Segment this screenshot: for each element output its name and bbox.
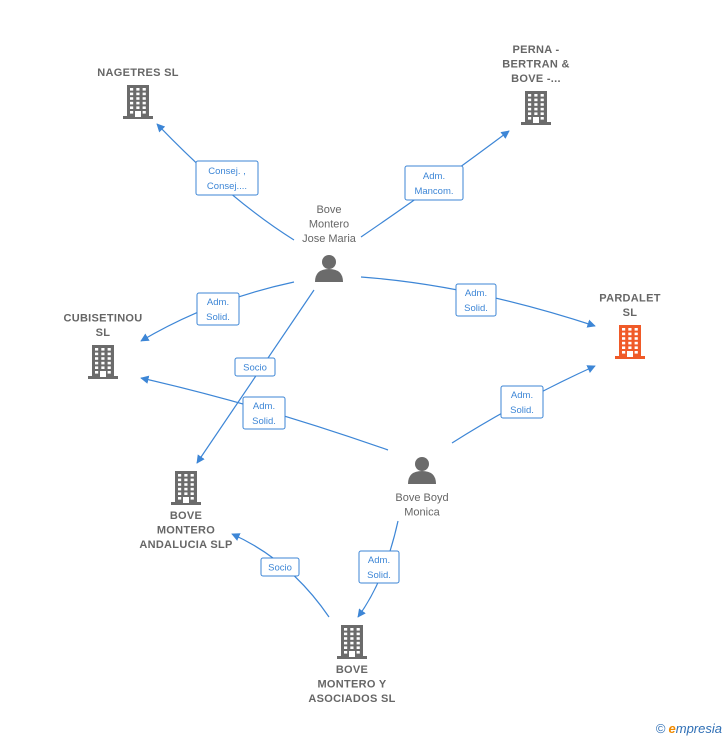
node-label: ASOCIADOS SL	[308, 693, 395, 705]
node-cubisetinou[interactable]: CUBISETINOU SL	[63, 313, 142, 380]
building-icon	[171, 471, 201, 505]
node-label: ANDALUCIA SLP	[139, 539, 232, 551]
node-label: SL	[96, 327, 111, 339]
building-icon	[337, 625, 367, 659]
node-label: Bove	[316, 204, 341, 216]
building-icon	[123, 85, 153, 119]
edge-label-box	[500, 385, 544, 419]
edge-label-text: Consej. ,	[208, 166, 246, 177]
edge-label-box	[404, 165, 464, 201]
brand-initial: e	[668, 721, 676, 736]
node-label: MONTERO Y	[317, 679, 386, 691]
edge-label-text: Adm.	[465, 288, 487, 299]
edge-label-text: Solid.	[252, 416, 276, 427]
edge-label-bove_jose-to-pardalet[interactable]: Adm. Solid.	[455, 283, 497, 317]
node-label: BOVE	[170, 510, 202, 522]
edge-label-text: Solid.	[367, 570, 391, 581]
edge-label-text: Mancom.	[414, 186, 453, 197]
edge-label-bove_monica-to-pardalet[interactable]: Adm. Solid.	[500, 385, 544, 419]
node-label: Monica	[404, 507, 440, 519]
building-icon	[521, 91, 551, 125]
node-label: NAGETRES SL	[97, 67, 179, 79]
building-icon	[88, 345, 118, 379]
node-label: Jose Maria	[302, 233, 357, 245]
node-label: Bove Boyd	[395, 492, 448, 504]
node-label: PERNA -	[513, 44, 560, 56]
node-label: BOVE -...	[511, 73, 561, 85]
person-icon	[315, 255, 343, 282]
edge-label-text: Adm.	[368, 555, 390, 566]
node-label: SL	[623, 307, 638, 319]
edge-label-box	[358, 550, 400, 584]
nodes-layer: NAGETRES SL PERNA - BERTRAN & BOVE -... Bove…	[63, 44, 660, 705]
edge-label-text: Solid.	[464, 303, 488, 314]
edge-label-text: Adm.	[207, 297, 229, 308]
copyright-icon: ©	[655, 721, 666, 736]
node-label: PARDALET	[599, 293, 660, 305]
edge-label-box	[455, 283, 497, 317]
brand-name: mpresia	[675, 721, 722, 736]
node-pardalet[interactable]: PARDALET SL	[599, 293, 660, 360]
edge-label-box	[260, 557, 300, 577]
edge-label-bove_jose-to-bove_andalucia[interactable]: Socio	[234, 357, 276, 377]
edge-label-bove_jose-to-perna[interactable]: Adm. Mancom.	[404, 165, 464, 201]
brand-footer[interactable]: ©empresia	[656, 721, 722, 736]
edge-label-bove_jose-to-cubisetinou[interactable]: Adm. Solid.	[196, 292, 240, 326]
edge-labels-layer: Consej. , Consej.... Adm. Mancom. Adm. Solid.…	[195, 160, 544, 584]
edge-label-text: Adm.	[511, 390, 533, 401]
node-label: CUBISETINOU	[63, 313, 142, 325]
edge-label-box	[196, 292, 240, 326]
node-perna[interactable]: PERNA - BERTRAN & BOVE -...	[502, 44, 569, 125]
node-nagetres[interactable]: NAGETRES SL	[97, 67, 179, 119]
node-label: BOVE	[336, 664, 368, 676]
edge-label-text: Adm.	[423, 171, 445, 182]
edge-label-bove_monica-to-bove_asociados[interactable]: Adm. Solid.	[358, 550, 400, 584]
edge-label-text: Adm.	[253, 401, 275, 412]
edge-label-box	[242, 396, 286, 430]
node-label: BERTRAN &	[502, 59, 569, 71]
edge-label-box	[195, 160, 259, 196]
edge-label-text: Solid.	[510, 405, 534, 416]
building-icon	[615, 325, 645, 359]
node-bove_asociados[interactable]: BOVE MONTERO Y ASOCIADOS SL	[308, 625, 395, 705]
node-label: Montero	[309, 219, 349, 231]
edge-label-text: Socio	[243, 363, 267, 374]
edge-label-bove_asociados-to-bove_andalucia[interactable]: Socio	[260, 557, 300, 577]
edge-label-text: Solid.	[206, 312, 230, 323]
node-bove_andalucia[interactable]: BOVE MONTERO ANDALUCIA SLP	[139, 471, 232, 551]
edge-label-box	[234, 357, 276, 377]
edge-label-bove_jose-to-nagetres[interactable]: Consej. , Consej....	[195, 160, 259, 196]
node-label: MONTERO	[157, 525, 215, 537]
person-icon	[408, 457, 436, 484]
edge-label-text: Consej....	[207, 181, 247, 192]
edge-label-text: Socio	[268, 563, 292, 574]
edge-label-bove_monica-to-cubisetinou[interactable]: Adm. Solid.	[242, 396, 286, 430]
